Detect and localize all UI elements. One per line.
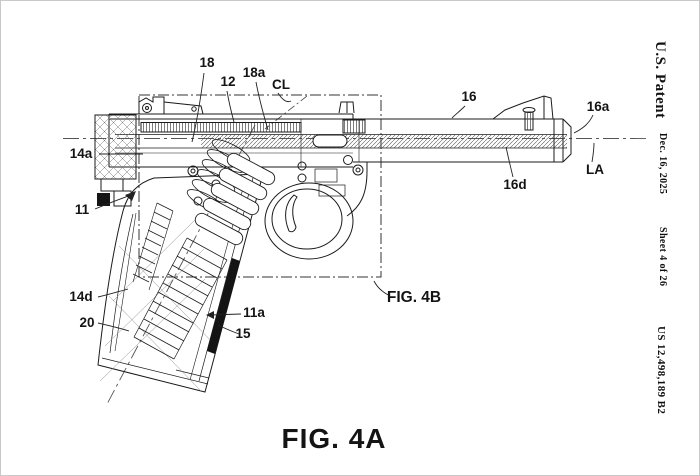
ref-label-la: LA xyxy=(586,162,604,177)
patent-sheet-number: Sheet 4 of 26 xyxy=(657,227,668,287)
patent-publication-title: U.S. Patent xyxy=(652,41,668,119)
ref-label-18a: 18a xyxy=(243,65,266,80)
ref-label-14a: 14a xyxy=(70,146,93,161)
ref-label-11: 11 xyxy=(75,202,90,217)
ref-label-cl: CL xyxy=(272,77,290,92)
ref-label-16d: 16d xyxy=(503,177,526,192)
patent-figure-drawing: 18 12 18a CL 16 16a 16d LA 14a 11 14d 20… xyxy=(63,55,646,454)
leader-lines xyxy=(94,72,595,335)
ref-label-11a: 11a xyxy=(243,305,265,320)
patent-document-number: US 12,498,189 B2 xyxy=(655,326,667,415)
ref-label-12: 12 xyxy=(220,74,235,89)
inset-callout-label: FIG. 4B xyxy=(387,289,441,306)
ref-label-14d: 14d xyxy=(69,289,92,304)
ref-label-16a: 16a xyxy=(587,99,610,114)
patent-date: Dec. 16, 2025 xyxy=(657,133,668,195)
ref-label-20: 20 xyxy=(79,315,94,330)
figure-caption: FIG. 4A xyxy=(281,423,386,454)
pistol-linework xyxy=(94,95,572,393)
ref-label-15: 15 xyxy=(235,326,251,341)
ref-label-16: 16 xyxy=(461,89,477,104)
ref-label-18: 18 xyxy=(199,55,215,70)
